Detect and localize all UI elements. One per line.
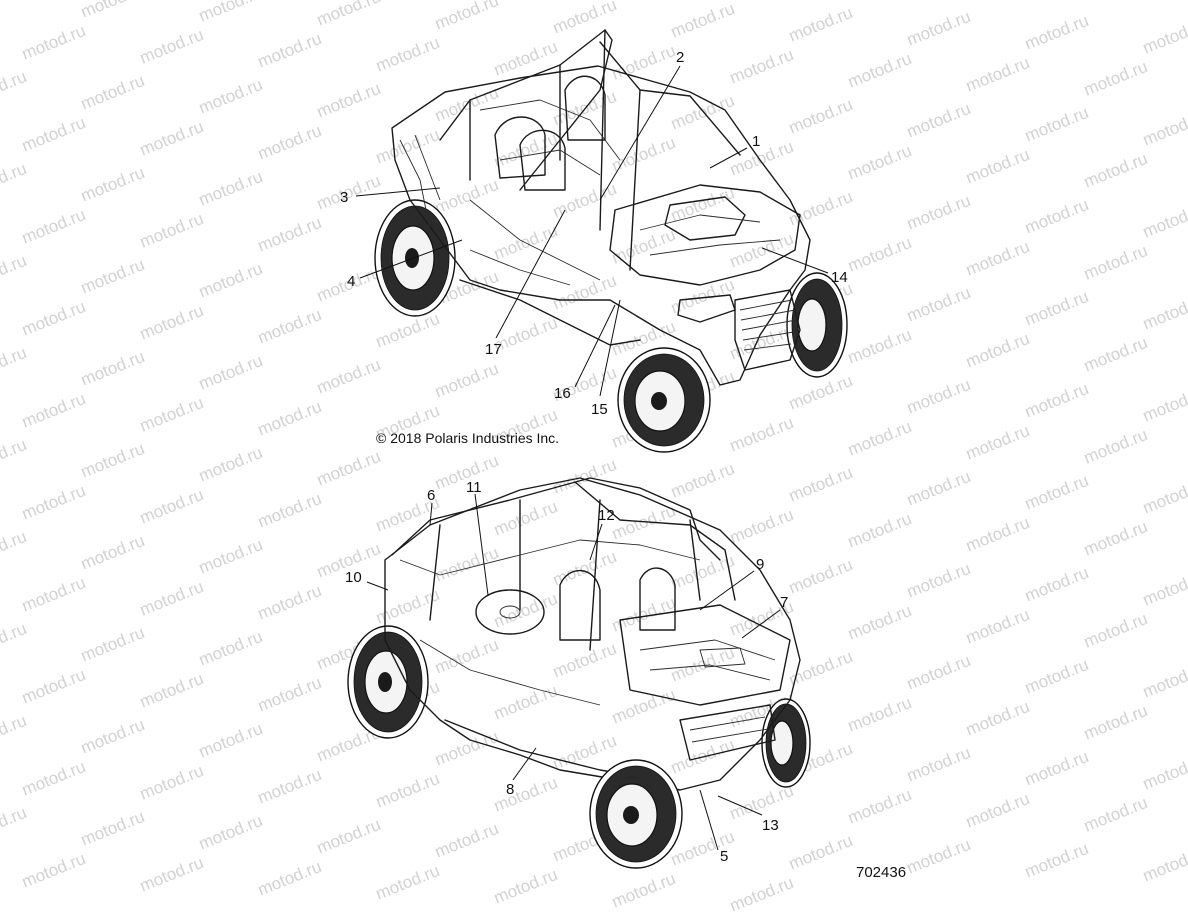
wheel-rear-foreground-bottom [589,759,683,869]
callout-10: 10 [345,569,362,586]
copyright-notice: © 2018 Polaris Industries Inc. [376,430,560,446]
callout-4: 4 [347,273,356,290]
leader-lines [355,65,829,851]
wheel-left-bottom [347,625,429,739]
callout-7: 7 [780,594,789,611]
wheel-front-right-top [786,272,848,378]
callout-6: 6 [427,487,436,504]
vehicle-top-view [374,29,848,453]
callout-3: 3 [340,189,349,206]
vehicle-bottom-view [347,477,811,869]
callout-5: 5 [720,848,729,865]
vehicle-illustration [347,29,848,869]
callout-17: 17 [485,341,502,358]
callout-16: 16 [554,385,571,402]
diagram-part-number: 702436 [856,864,907,881]
callout-13: 13 [762,817,779,834]
callout-9: 9 [756,556,765,573]
callout-15: 15 [591,401,608,418]
wheel-right-bottom [761,698,811,788]
callout-14: 14 [831,269,848,286]
callout-11: 11 [466,479,482,496]
callout-1: 1 [752,133,761,150]
wheel-front-left-top [617,347,711,453]
callout-2: 2 [676,49,685,66]
callout-8: 8 [506,781,515,798]
callout-12: 12 [598,507,615,524]
